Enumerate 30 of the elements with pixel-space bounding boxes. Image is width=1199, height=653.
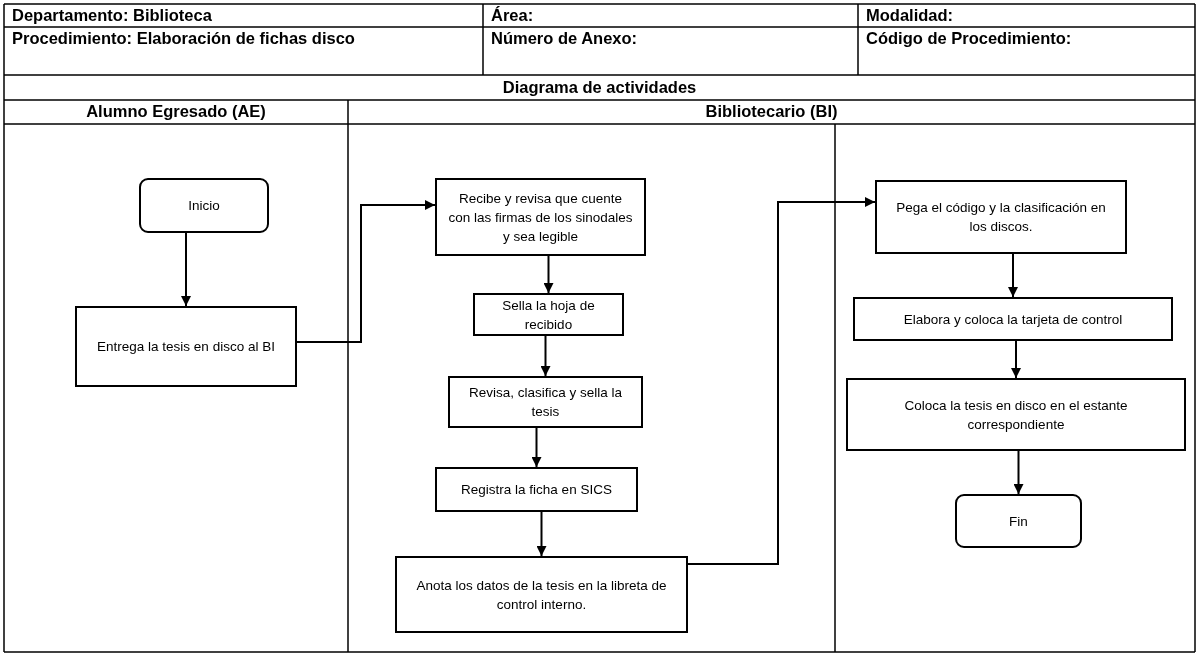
diagram-title: Diagrama de actividades xyxy=(502,78,697,96)
arrow xyxy=(1008,253,1018,298)
process-box: Coloca la tesis en disco en el estante correspondiente xyxy=(846,378,1186,451)
header-cell-text: Código de Procedimiento: xyxy=(866,29,1072,47)
process-box: Sella la hoja de recibido xyxy=(473,293,624,336)
terminator-box: Inicio xyxy=(139,178,269,233)
arrow xyxy=(181,232,191,307)
header-cell-text: Procedimiento: Elaboración de fichas disco xyxy=(12,29,355,47)
lane-title: Bibliotecario (BI) xyxy=(705,102,838,120)
terminator-box: Fin xyxy=(955,494,1082,548)
header-cell-text: Departamento: Biblioteca xyxy=(12,6,212,24)
process-box: Registra la ficha en SICS xyxy=(435,467,638,512)
header-cell-text: Modalidad: xyxy=(866,6,954,24)
arrow xyxy=(536,511,547,557)
process-box: Anota los datos de la tesis en la libreta de control interno. xyxy=(395,556,688,633)
lane-title: Alumno Egresado (AE) xyxy=(86,102,266,120)
process-box: Elabora y coloca la tarjeta de control xyxy=(853,297,1173,341)
arrow xyxy=(1011,340,1021,379)
arrow xyxy=(1013,450,1024,495)
process-box: Recibe y revisa que cuente con las firmas de los sinodales y sea legible xyxy=(435,178,646,256)
arrow xyxy=(540,335,551,377)
process-box: Entrega la tesis en disco al BI xyxy=(75,306,297,387)
header-cell-text: Área: xyxy=(491,6,534,24)
header-cell-text: Número de Anexo: xyxy=(491,29,638,47)
process-box: Revisa, clasifica y sella la tesis xyxy=(448,376,643,428)
arrow xyxy=(531,427,542,468)
arrow xyxy=(687,197,876,565)
process-box: Pega el código y la clasificación en los discos. xyxy=(875,180,1127,254)
arrow xyxy=(543,255,554,294)
arrow xyxy=(296,200,436,343)
